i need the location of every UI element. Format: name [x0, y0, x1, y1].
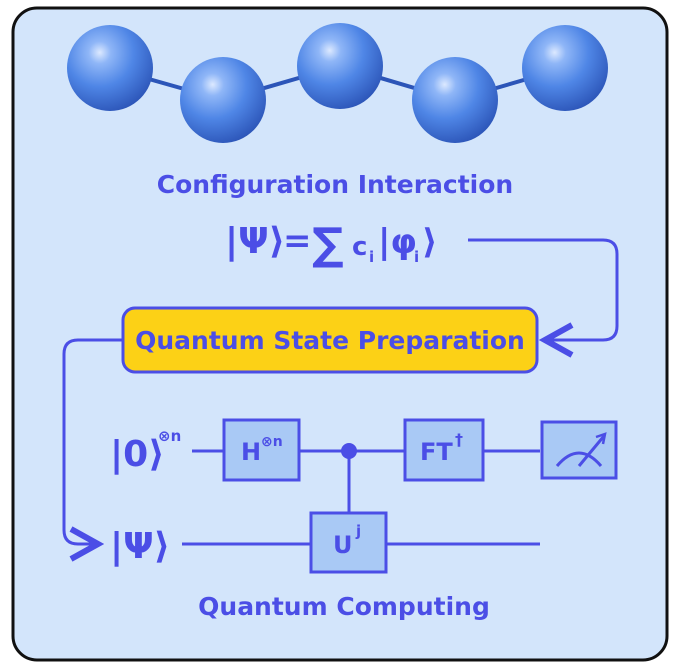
ket-psi: |Ψ⟩: [110, 526, 170, 567]
molecule-chain: [67, 23, 608, 143]
svg-text:†: †: [455, 430, 463, 449]
svg-text:H: H: [241, 438, 261, 466]
atom: [67, 25, 153, 111]
svg-text:⊗n: ⊗n: [261, 434, 283, 450]
svg-text:j: j: [355, 522, 361, 540]
svg-text:c: c: [352, 232, 367, 262]
control-dot: [341, 443, 357, 459]
quantum-state-preparation-label: Quantum State Preparation: [135, 326, 525, 355]
ci-equation: |Ψ⟩ = ∑ c i |φ i ⟩: [225, 219, 438, 270]
arrow-equation-to-prep: [468, 238, 619, 340]
atom: [297, 23, 383, 109]
ket-zero: |0⟩ ⊗n: [110, 427, 181, 475]
svg-text:U: U: [333, 531, 353, 559]
svg-text:FT: FT: [420, 438, 453, 466]
unitary-gate: U j: [309, 511, 388, 574]
svg-text:|φ: |φ: [378, 222, 417, 262]
heading-quantum-computing: Quantum Computing: [198, 592, 490, 621]
svg-text:∑: ∑: [312, 219, 344, 270]
svg-text:i: i: [369, 248, 374, 266]
svg-text:|Ψ⟩: |Ψ⟩: [225, 221, 285, 262]
arrow-prep-to-psi: [62, 338, 123, 544]
heading-configuration-interaction: Configuration Interaction: [157, 170, 513, 199]
svg-text:i: i: [414, 248, 419, 266]
svg-text:|0⟩: |0⟩: [110, 434, 165, 475]
atom: [180, 57, 266, 143]
svg-text:⊗n: ⊗n: [158, 427, 181, 445]
meter-icon: [540, 420, 618, 480]
inverse-fourier-gate: FT †: [403, 418, 485, 482]
svg-text:⟩: ⟩: [422, 222, 438, 262]
atom: [522, 25, 608, 111]
svg-text:=: =: [283, 221, 312, 261]
hadamard-gate: H ⊗n: [222, 418, 301, 482]
atom: [412, 57, 498, 143]
